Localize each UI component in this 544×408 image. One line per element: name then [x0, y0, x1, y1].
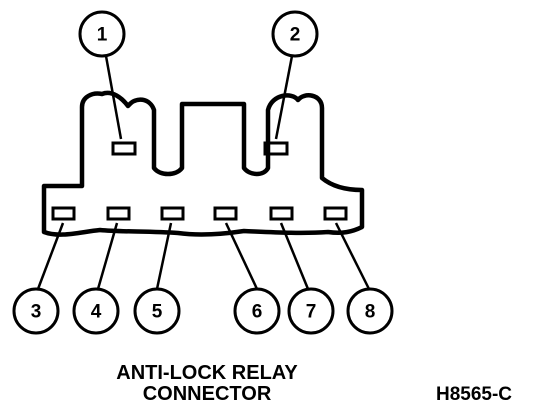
leader-6 [224, 222, 259, 290]
leader-1 [104, 55, 123, 140]
terminal-5 [160, 206, 185, 221]
callout-5: 5 [133, 287, 181, 335]
caption-line-1: ANTI-LOCK RELAY [116, 362, 298, 384]
callout-3-number: 3 [31, 302, 42, 323]
leader-lines [36, 55, 371, 290]
callout-8: 8 [346, 287, 394, 335]
callout-2-number: 2 [290, 25, 301, 46]
callout-4-number: 4 [91, 302, 102, 323]
connector-body [41, 90, 365, 237]
terminal-4 [106, 206, 131, 221]
terminal-1 [111, 141, 137, 156]
callout-6: 6 [233, 287, 281, 335]
terminal-2 [263, 141, 289, 156]
terminal-6 [213, 206, 238, 221]
leader-8 [334, 222, 371, 290]
terminal-8 [323, 206, 348, 221]
leader-3 [36, 222, 65, 290]
leader-2 [274, 55, 294, 140]
figure-id: H8565-C [436, 384, 512, 405]
caption-line-2: CONNECTOR [143, 383, 272, 405]
callout-5-number: 5 [152, 302, 163, 323]
terminal-3 [51, 206, 76, 221]
callout-7-number: 7 [306, 302, 317, 323]
callout-2: 2 [271, 10, 319, 58]
callout-6-number: 6 [252, 302, 263, 323]
callout-8-number: 8 [365, 302, 376, 323]
callout-4: 4 [72, 287, 120, 335]
callout-3: 3 [12, 287, 60, 335]
terminal-7 [269, 206, 294, 221]
callout-1-number: 1 [97, 25, 108, 46]
leader-4 [96, 222, 119, 290]
callout-7: 7 [287, 287, 335, 335]
callout-1: 1 [78, 10, 126, 58]
leader-7 [279, 222, 310, 290]
leader-5 [155, 222, 173, 290]
